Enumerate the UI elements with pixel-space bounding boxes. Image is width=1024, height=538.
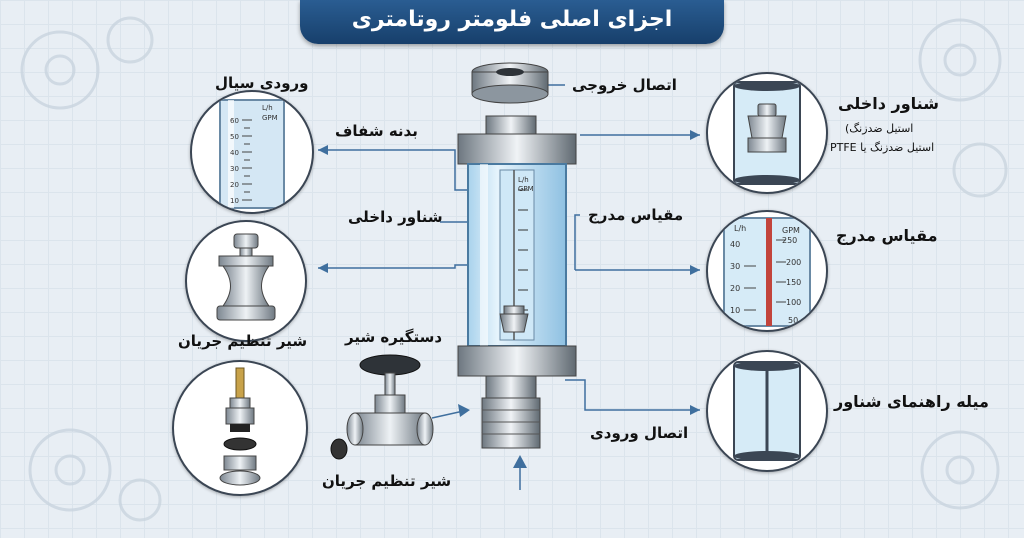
- scale-tube-left-illustration: [219, 99, 285, 209]
- scale-left-value-50: 50: [230, 133, 239, 141]
- label-flow-valve-left: شیر تنظیم جریان: [178, 332, 308, 350]
- float-in-tube-illustration: [733, 81, 801, 185]
- float-detail-circle-right: [706, 72, 828, 194]
- label-graduated-scale-right: مقیاس مدرج: [836, 226, 938, 245]
- scale-right-gpm-100: 100: [786, 298, 802, 307]
- scale-right-gpm-50: 50: [788, 316, 799, 325]
- label-transparent-body: بدنه شفاف: [335, 122, 418, 140]
- label-float-guide-rod: میله راهنمای شناور: [834, 392, 989, 411]
- scale-right-unit-lh: L/h: [734, 224, 747, 233]
- scale-left-unit-lh: L/h: [262, 104, 273, 112]
- label-float-material-1: استیل ضدزنگ): [845, 122, 914, 135]
- scale-right-lh-10: 10: [730, 306, 741, 315]
- scale-left-value-40: 40: [230, 149, 239, 157]
- scale-right-gpm-150: 150: [786, 278, 802, 287]
- title-banner: اجزای اصلی فلومتر روتامتری: [300, 0, 724, 44]
- valve-illustration: [330, 354, 434, 460]
- scale-right-gpm-250: 250: [782, 236, 798, 245]
- scale-left-unit-gpm: GPM: [262, 114, 278, 122]
- tube-unit-lh: L/h: [518, 176, 529, 184]
- scale-detail-circle-right: L/h GPM 250 200 150 100 50 40 30 20 10: [706, 210, 828, 332]
- label-flow-valve-bottom: شیر تنظیم جریان: [322, 472, 452, 490]
- rotameter-illustration: [457, 62, 577, 449]
- tube-unit-gpm: GPM: [518, 185, 534, 193]
- label-inner-float-right: شناور داخلی: [838, 94, 939, 113]
- scale-right-lh-20: 20: [730, 284, 741, 293]
- label-float-material-2: استیل ضدزنگ یا PTFE: [830, 141, 935, 154]
- scale-right-lh-30: 30: [730, 262, 741, 271]
- scale-tube-right-illustration: [723, 217, 811, 327]
- scale-left-value-60: 60: [230, 117, 239, 125]
- float-detail-circle-left: [185, 220, 307, 342]
- label-inner-float-left: شناور داخلی: [348, 208, 443, 226]
- scale-right-lh-40: 40: [730, 240, 741, 249]
- scale-left-value-10: 10: [230, 197, 239, 205]
- scale-detail-circle-left: L/h GPM 60 50 40 30 20 10: [190, 90, 314, 214]
- guide-rod-illustration: [733, 361, 801, 461]
- guide-rod-circle: [706, 350, 828, 472]
- label-fluid-inlet: ورودی سیال: [215, 74, 309, 92]
- float-illustration: [216, 233, 276, 321]
- label-inlet-connection: اتصال ورودی: [590, 424, 689, 442]
- valve-parts-circle: [172, 360, 308, 496]
- valve-parts-illustration: [219, 367, 261, 486]
- label-valve-handle: دستگیره شیر: [345, 328, 443, 346]
- scale-left-value-20: 20: [230, 181, 239, 189]
- scale-left-value-30: 30: [230, 165, 239, 173]
- label-outlet-connection: اتصال خروجی: [572, 76, 677, 94]
- scale-right-gpm-200: 200: [786, 258, 802, 267]
- page-title: اجزای اصلی فلومتر روتامتری: [351, 7, 673, 32]
- label-graduated-scale-center: مقیاس مدرج: [588, 206, 684, 224]
- scale-right-unit-gpm: GPM: [782, 226, 800, 235]
